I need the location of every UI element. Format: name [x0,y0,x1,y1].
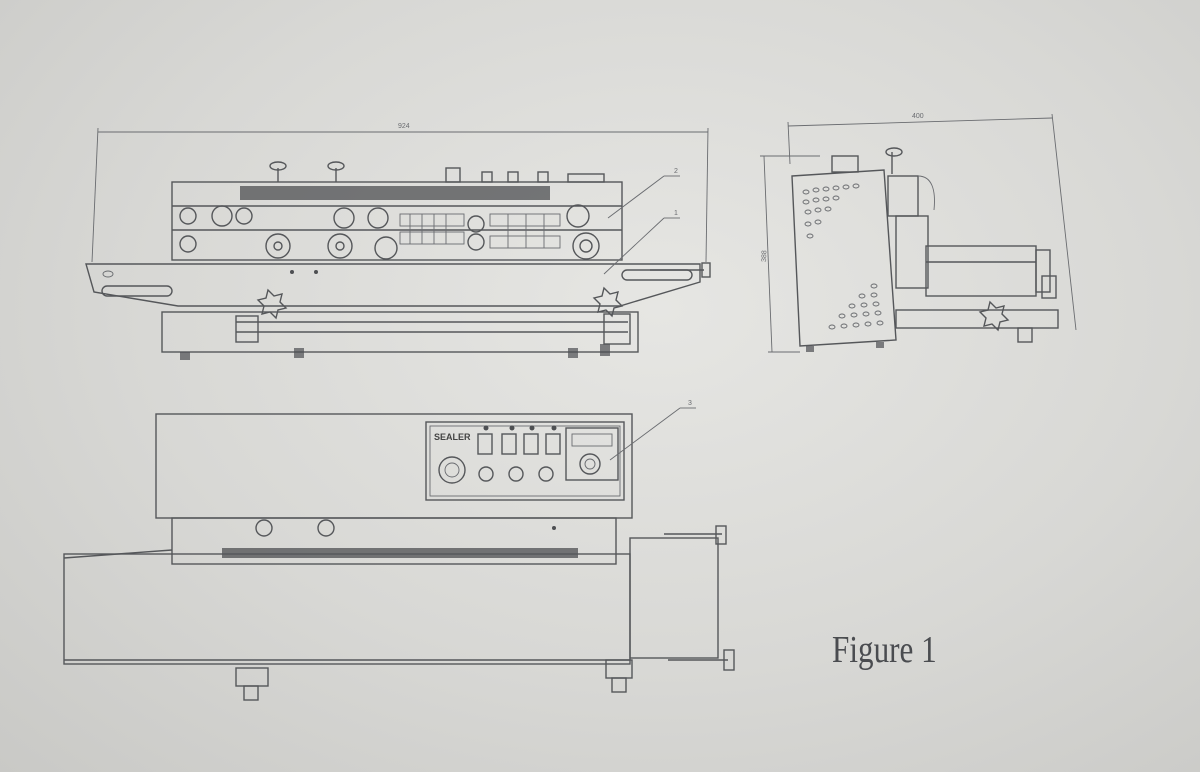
bottom-foot-right [605,659,633,679]
bottom-foot-left [235,667,269,687]
front-view: 924 [85,123,711,360]
side-body [791,169,897,347]
callout-panel: 3 [688,400,692,407]
side-base [895,309,1059,329]
side-height-dim-text: 388 [761,250,768,262]
side-mechanism-column [895,215,929,289]
front-slot-right [621,269,693,281]
side-mechanism-upper [887,175,919,217]
bottom-view: SEALER 3 [63,400,735,701]
side-view: 400 388 [760,113,1077,353]
callout-front-upper: 2 [674,168,678,175]
front-width-dim-text: 924 [398,123,410,130]
front-wheels [179,204,600,260]
figure-caption: Figure 1 [832,629,937,671]
bottom-middle-section [171,517,617,565]
front-star-handle-right [592,286,624,318]
panel-brand-label: SEALER [434,432,471,442]
bottom-conveyor-table [63,553,631,665]
bottom-upper-cabinet [155,413,633,519]
front-heater-strip [240,186,550,200]
front-slot-left [101,285,173,297]
bottom-heater-strip [222,548,578,558]
callout-front-lower: 1 [674,210,678,217]
front-conveyor-frame [161,311,639,353]
bottom-right-extension [629,537,719,659]
side-height-dim-line [763,155,773,353]
front-roller-blocks [399,213,561,249]
front-body [171,181,623,261]
front-top-knobs [269,161,605,183]
side-width-dim-line [787,117,1053,127]
panel-main-dial [438,456,466,484]
side-motor-box [925,245,1037,297]
side-vents [802,183,884,330]
panel-switches [477,425,561,482]
front-star-handle-left [256,288,288,320]
side-width-dim-text: 400 [912,113,924,120]
control-panel [425,421,625,501]
side-star-handle [978,300,1010,332]
